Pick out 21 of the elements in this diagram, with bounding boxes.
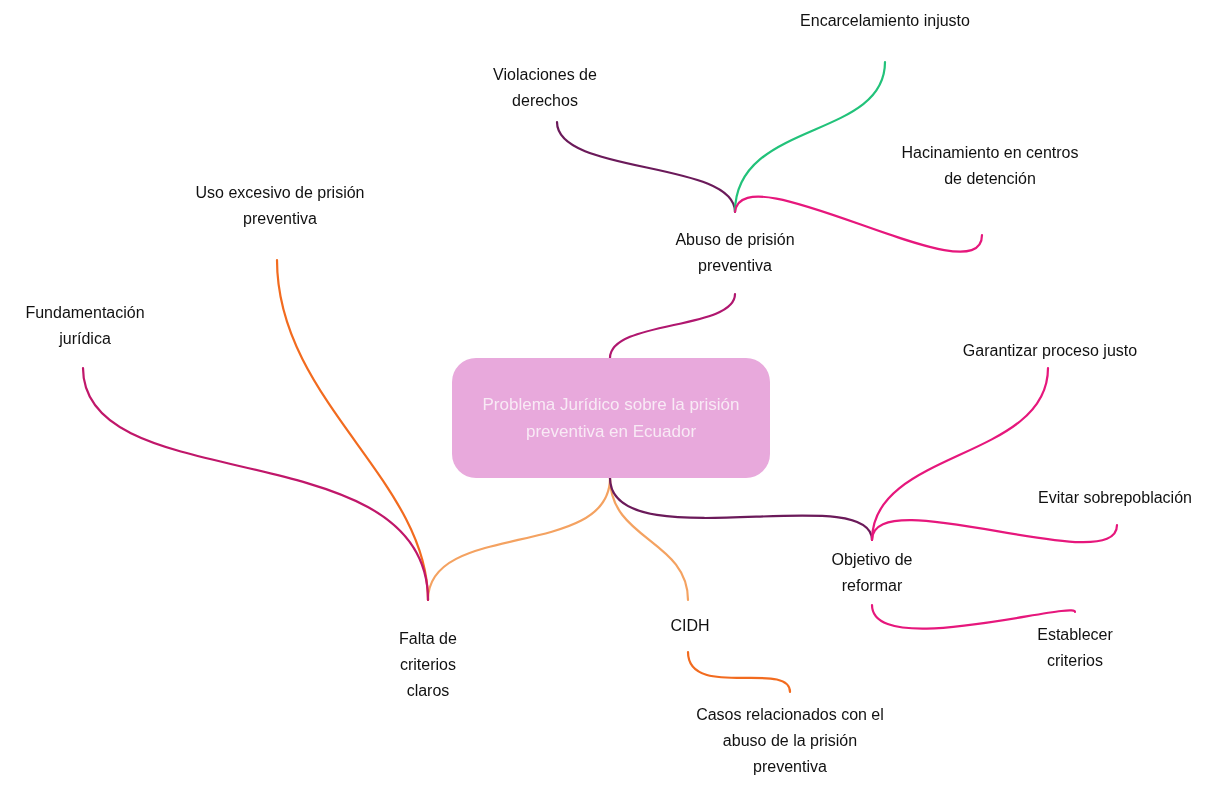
topic-text: Problema Jurídico sobre la prisión preventiva en Ecuador — [481, 394, 741, 443]
branch-label: Encarcelamiento injusto — [800, 11, 970, 31]
branch-label: Garantizar proceso justo — [962, 341, 1138, 361]
connector-curve — [870, 603, 1077, 630]
branch-label: Establecer criterios — [1036, 625, 1114, 671]
central-topic-box — [452, 358, 770, 478]
branch-label: Abuso de prisión preventiva — [674, 230, 796, 276]
connector-curve — [81, 366, 430, 602]
connector-curve — [686, 650, 792, 694]
branch-label: Evitar sobrepoblación — [1038, 488, 1192, 508]
connector-curve — [608, 292, 737, 360]
branch-label: Hacinamiento en centros de detención — [900, 143, 1080, 189]
connector-curve — [870, 519, 1119, 544]
connector-curve — [733, 195, 984, 253]
branch-label: Casos relacionados con el abuso de la prisión preventiva — [695, 705, 885, 777]
branch-label: Falta de criterios claros — [398, 629, 458, 701]
branch-label: Violaciones de derechos — [492, 65, 598, 111]
branch-label: Uso excesivo de prisión preventiva — [195, 183, 365, 229]
branch-label: Objetivo de reformar — [830, 549, 914, 596]
branch-label: CIDH — [670, 616, 710, 636]
branch-label: Fundamentación jurídica — [24, 303, 146, 349]
